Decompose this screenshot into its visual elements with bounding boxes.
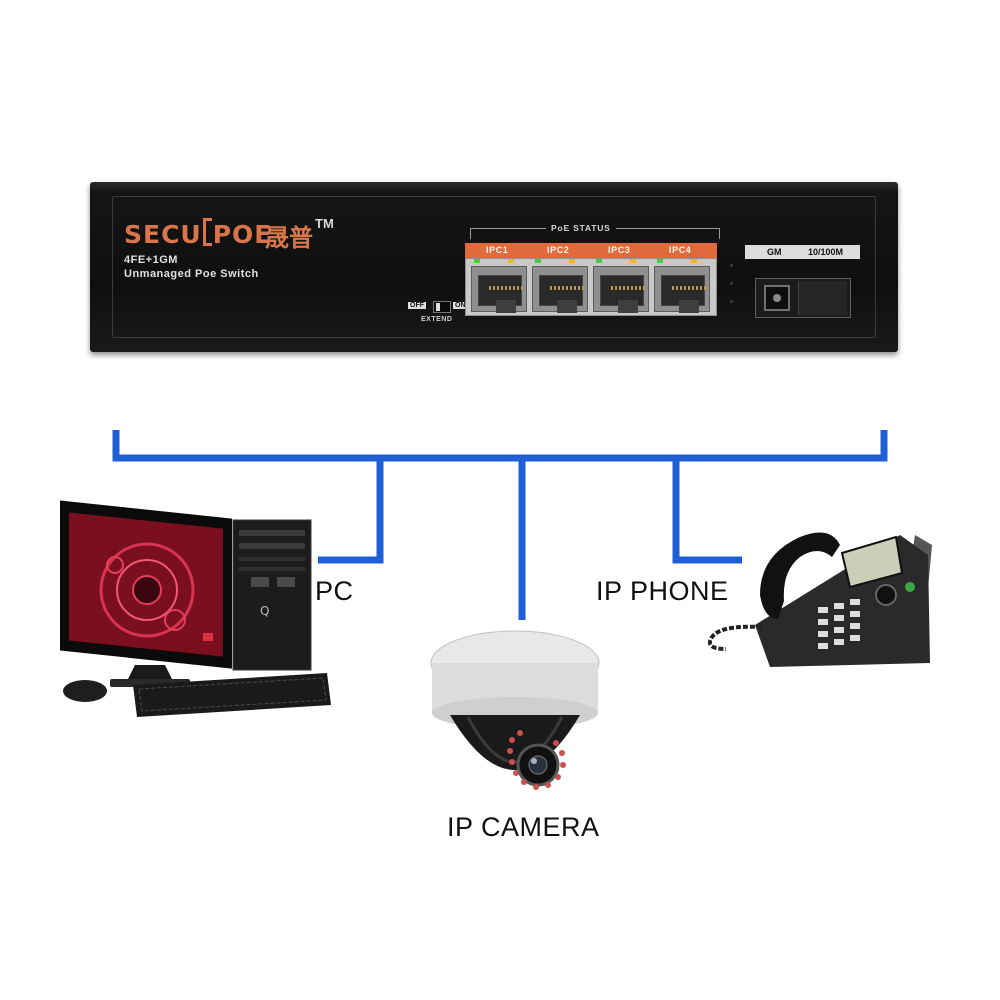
network-bus-line bbox=[112, 430, 888, 462]
extend-off-label: OFF bbox=[408, 302, 426, 309]
phone-connection-line bbox=[672, 458, 742, 564]
port-label-ipc3: IPC3 bbox=[608, 245, 631, 255]
rj45-port-ipc3[interactable] bbox=[593, 266, 649, 313]
ip-camera-illustration bbox=[430, 630, 600, 790]
pc-connection-line bbox=[318, 458, 384, 564]
switch-subtitle: Unmanaged Poe Switch bbox=[124, 268, 259, 280]
port-led-icon bbox=[474, 259, 480, 263]
rj45-contacts bbox=[672, 286, 706, 290]
ip-phone-label: IP PHONE bbox=[596, 576, 729, 606]
switch-brand-chinese: 晟普 bbox=[265, 225, 313, 252]
ip-camera-label: IP CAMERA bbox=[447, 812, 600, 842]
extend-on-label: ON bbox=[453, 302, 468, 309]
pc-monitor-icon bbox=[60, 500, 232, 687]
dome-camera-icon bbox=[430, 630, 600, 790]
port-led-icon bbox=[569, 259, 575, 263]
status-led-icon bbox=[730, 282, 733, 285]
port-label-ipc2: IPC2 bbox=[547, 245, 570, 255]
rj45-tab bbox=[679, 300, 699, 313]
port-led-icon bbox=[596, 259, 602, 263]
svg-text:Q: Q bbox=[260, 604, 269, 618]
fiber-dust-cover bbox=[798, 281, 847, 315]
rj45-tab bbox=[557, 300, 577, 313]
rj45-port-ipc2[interactable] bbox=[532, 266, 588, 313]
status-led-icon bbox=[730, 300, 733, 303]
extend-label: EXTEND bbox=[421, 316, 453, 323]
fiber-port[interactable] bbox=[755, 278, 851, 318]
port-led-icon bbox=[691, 259, 697, 263]
poe-status-label: PoE STATUS bbox=[546, 223, 616, 233]
gm-speed-label: 10/100M bbox=[808, 247, 844, 257]
port-led-icon bbox=[508, 259, 514, 263]
gm-label-box bbox=[745, 245, 860, 259]
ip-phone-illustration bbox=[707, 532, 932, 667]
switch-model: 4FE+1GM bbox=[124, 254, 178, 266]
port-led-icon bbox=[657, 259, 663, 263]
switch-front-bevel bbox=[112, 196, 876, 338]
rj45-port-ipc1[interactable] bbox=[471, 266, 527, 313]
pc-label: PC bbox=[315, 576, 354, 606]
port-led-icon bbox=[535, 259, 541, 263]
fiber-socket-icon bbox=[764, 285, 790, 311]
rj45-contacts bbox=[489, 286, 523, 290]
pc-tower-icon: Q bbox=[232, 519, 312, 671]
rj45-contacts bbox=[611, 286, 645, 290]
rj45-socket-icon bbox=[600, 275, 645, 313]
mouse-icon bbox=[63, 680, 107, 702]
fiber-core bbox=[773, 294, 781, 302]
rj45-tab bbox=[496, 300, 516, 313]
extend-toggle-knob bbox=[436, 303, 440, 311]
brand-bracket-glyph bbox=[202, 218, 212, 246]
rj45-contacts bbox=[550, 286, 584, 290]
pc-illustration: Q bbox=[60, 500, 331, 717]
port-led-icon bbox=[630, 259, 636, 263]
port-label-ipc4: IPC4 bbox=[669, 245, 692, 255]
rj45-socket-icon bbox=[539, 275, 584, 313]
status-led-icon bbox=[730, 264, 733, 267]
desk-phone-icon bbox=[707, 532, 932, 667]
rj45-socket-icon bbox=[661, 275, 706, 313]
port-label-ipc1: IPC1 bbox=[486, 245, 509, 255]
rj45-port-ipc4[interactable] bbox=[654, 266, 710, 313]
gm-label: GM bbox=[767, 247, 782, 257]
trademark-mark: TM bbox=[315, 216, 334, 231]
port-label-bar bbox=[465, 243, 717, 258]
extend-toggle[interactable] bbox=[433, 301, 451, 313]
keyboard-icon bbox=[133, 673, 331, 717]
rj45-tab bbox=[618, 300, 638, 313]
rj45-socket-icon bbox=[478, 275, 523, 313]
